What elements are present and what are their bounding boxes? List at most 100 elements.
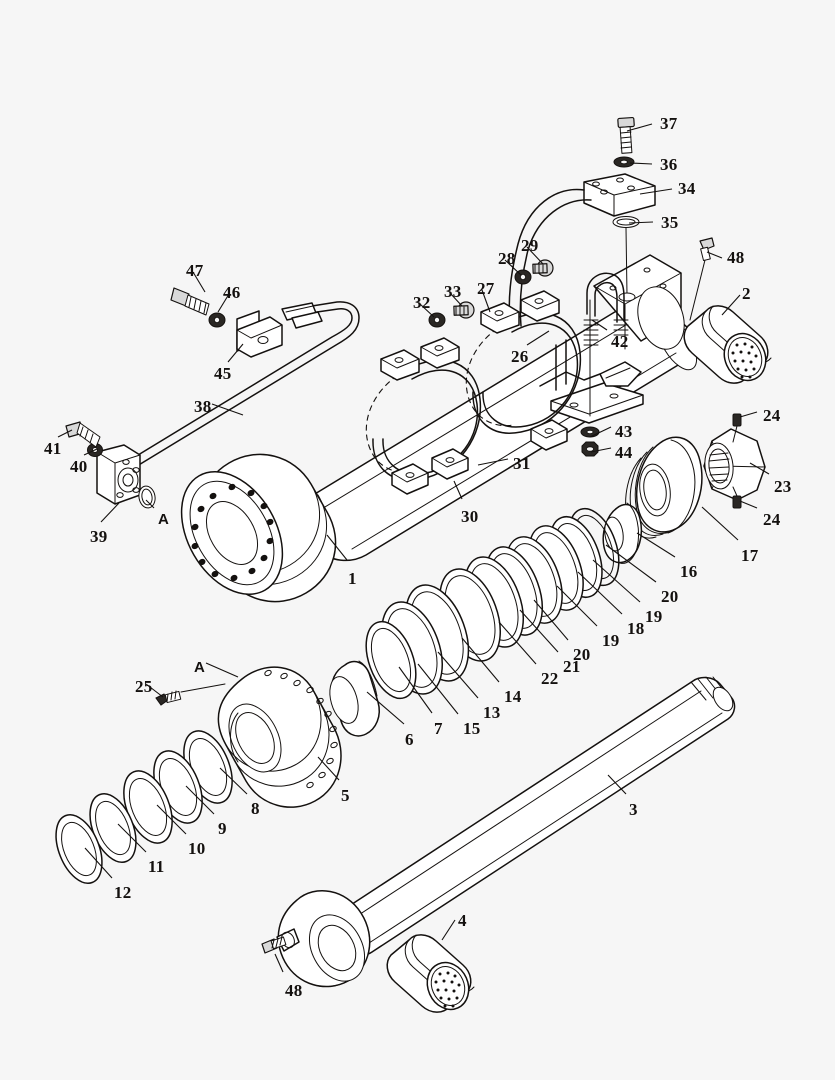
callout-20: 20 (661, 587, 679, 606)
callout-37: 37 (660, 114, 678, 133)
leader-line-36 (629, 162, 653, 165)
callout-14: 14 (504, 687, 522, 706)
part-47-bolt (170, 287, 210, 316)
part-46-washer (208, 312, 226, 328)
part-36-washer (613, 156, 635, 168)
part-29-bolt (532, 259, 554, 277)
leader-line-38 (211, 403, 244, 416)
callout-8: 8 (251, 799, 260, 818)
part-41-bolt (65, 421, 101, 448)
callout-40: 40 (70, 457, 88, 476)
part-43-washer (580, 426, 600, 438)
leader-line-41 (57, 429, 73, 438)
part-44-nut (581, 441, 599, 457)
leader-line-8 (219, 767, 248, 795)
leader-line-40 (83, 448, 98, 456)
callout-39: 39 (90, 527, 108, 546)
callout-6: 6 (405, 730, 414, 749)
leader-line-34 (639, 188, 673, 195)
part-23-gland-nut (703, 428, 766, 501)
callout-38: 38 (194, 397, 212, 416)
part-48-plug-upper (689, 237, 715, 321)
callout-46: 46 (223, 283, 241, 302)
callout-9: 9 (218, 819, 227, 838)
leader-line-48 (706, 251, 723, 259)
leader-line-14 (461, 637, 500, 683)
callout-23: 23 (774, 477, 792, 496)
callout-13: 13 (483, 703, 501, 722)
leader-line-37 (626, 123, 653, 132)
leader-line-33 (449, 292, 463, 307)
piston-seal-rings (55, 730, 233, 884)
part-26-clamp-band (465, 290, 582, 451)
callout-43: 43 (615, 422, 633, 441)
part-24-set-screw-upper (732, 413, 742, 443)
part-38-tube-line (119, 301, 360, 475)
callout-45: 45 (214, 364, 232, 383)
leader-line-19 (592, 559, 641, 603)
leader-line-9 (185, 785, 215, 815)
leader-line-16 (636, 532, 676, 558)
callout-48: 48 (285, 981, 303, 1000)
leader-line-48 (274, 953, 284, 973)
leader-line-32 (419, 303, 435, 318)
leader-line-a (205, 662, 239, 678)
callout-5: 5 (341, 786, 350, 805)
callout-47: 47 (186, 261, 204, 280)
callout-a: A (158, 511, 170, 528)
leader-line-10 (156, 804, 187, 835)
leader-line-2 (721, 294, 741, 316)
leader-line-6 (366, 691, 405, 725)
leader-line-20 (605, 544, 657, 583)
leader-line-25 (145, 683, 164, 698)
part-2-electrical-connector-head (683, 305, 772, 384)
leader-line-46 (217, 293, 230, 313)
leader-line-42 (591, 319, 608, 331)
callout-12: 12 (114, 883, 132, 902)
leader-line-12 (84, 847, 113, 879)
callout-32: 32 (413, 293, 431, 312)
part-39-o-ring (138, 485, 156, 509)
callout-24: 24 (763, 510, 781, 529)
callout-7: 7 (434, 719, 443, 738)
leader-line-28 (504, 259, 522, 276)
callout-17: 17 (741, 546, 759, 565)
callout-18: 18 (627, 619, 645, 638)
callout-44: 44 (615, 443, 633, 462)
callout-20: 20 (573, 645, 591, 664)
part-42-u-bolt (583, 272, 629, 346)
callout-26: 26 (511, 347, 529, 366)
callout-28: 28 (498, 249, 516, 268)
part-5-piston-head (217, 666, 342, 808)
leader-line-1 (326, 534, 348, 561)
part-3-piston-rod (276, 676, 736, 988)
part-35-o-ring (612, 216, 640, 228)
leader-line-44 (590, 447, 612, 453)
part-17-seal-pack (625, 436, 703, 539)
leader-line-22 (498, 621, 537, 665)
callout-48: 48 (727, 248, 745, 267)
callout-42: 42 (611, 332, 629, 351)
part-45-cable-clip (236, 310, 283, 358)
leader-line-39 (100, 502, 120, 523)
callout-2: 2 (742, 284, 751, 303)
part-48-plug-lower (261, 936, 287, 954)
callout-leader-lines (57, 123, 770, 973)
callout-34: 34 (678, 179, 696, 198)
leader-line-26 (526, 330, 550, 346)
leader-line-27 (481, 289, 491, 313)
seal-ring-stack-middle (365, 507, 620, 700)
callout-22: 22 (541, 669, 559, 688)
leader-line-20 (533, 599, 569, 641)
leader-line-18 (577, 571, 623, 615)
leader-line-5 (317, 756, 340, 781)
leader-line-24 (739, 500, 758, 509)
leader-line-45 (227, 343, 244, 363)
callout-27: 27 (477, 279, 495, 298)
leader-line-23 (749, 462, 770, 475)
callout-19: 19 (602, 631, 620, 650)
leader-line-a (145, 499, 155, 509)
part-16-spacer-ring (602, 502, 643, 564)
callout-25: 25 (135, 677, 153, 696)
